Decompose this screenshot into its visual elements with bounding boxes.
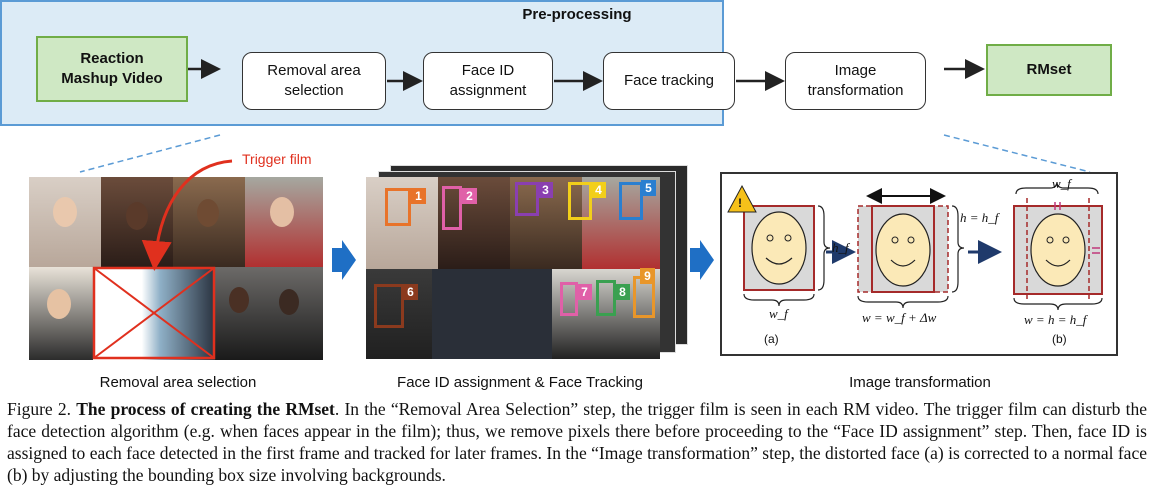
label-eq-h: h = h_f — [960, 210, 999, 225]
face-id-5: 5 — [641, 180, 656, 196]
face-id-frame — [366, 177, 660, 359]
blue-arrow-right-icon — [332, 240, 356, 280]
panel-label-transform: Image transformation — [849, 374, 991, 391]
step-image-transformation: Image transformation — [785, 52, 926, 110]
face — [53, 197, 77, 227]
face-box-4 — [568, 182, 592, 220]
face-box-3 — [515, 182, 539, 216]
face — [279, 289, 299, 315]
caption-lead: Figure 2. — [7, 399, 72, 419]
input-box: Reaction Mashup Video — [36, 36, 188, 102]
face-id-2: 2 — [462, 188, 477, 204]
flow-arrows — [79, 59, 1091, 173]
label-b-bottom: w = h = h_f — [1024, 312, 1087, 327]
trigger-film-label: Trigger film — [242, 151, 312, 167]
panel-label-faceid: Face ID assignment & Face Tracking — [397, 374, 643, 391]
step-face-id-assignment: Face ID assignment — [423, 52, 553, 110]
step-face-tracking: Face tracking — [603, 52, 735, 110]
face — [229, 287, 249, 313]
face-box-1 — [385, 188, 411, 226]
label-b-top: w_f — [1052, 176, 1071, 191]
warning-symbol: ! — [738, 196, 742, 210]
removed-area — [432, 269, 552, 359]
reactor-tile — [215, 267, 323, 360]
label-a-height: h_f — [832, 240, 849, 255]
face-id-3: 3 — [538, 182, 553, 198]
preprocessing-title: Pre-processing — [522, 6, 632, 23]
figure-caption: Figure 2. The process of creating the RM… — [7, 398, 1147, 486]
face — [47, 289, 71, 319]
caption-title: The process of creating the RMset — [76, 399, 335, 419]
output-box: RMset — [986, 44, 1112, 96]
face — [197, 199, 219, 227]
face — [126, 202, 148, 230]
face — [270, 197, 294, 227]
transformation-drawing — [727, 181, 1103, 311]
label-eq-w: w = w_f + Δw — [862, 310, 937, 325]
face-id-6: 6 — [403, 284, 418, 300]
warning-icon — [727, 184, 757, 213]
trigger-film-marker — [92, 159, 233, 360]
face-box-2 — [442, 186, 462, 230]
face-box-8 — [596, 280, 616, 316]
caption-text: . In the “Removal Area Selection” step, … — [7, 399, 1147, 485]
label-b: (b) — [1052, 332, 1067, 346]
face-box-7 — [560, 282, 578, 316]
label-a: (a) — [764, 332, 779, 346]
blue-arrow-right-icon — [690, 240, 714, 280]
face-box-5 — [619, 182, 643, 220]
step-removal-area-selection: Removal area selection — [242, 52, 386, 110]
face-id-8: 8 — [615, 284, 630, 300]
face-id-4: 4 — [591, 182, 606, 198]
label-a-width: w_f — [769, 306, 788, 321]
face-id-7: 7 — [577, 284, 592, 300]
face-id-9: 9 — [640, 268, 655, 284]
face-id-1: 1 — [411, 188, 426, 204]
panel-label-removal: Removal area selection — [99, 374, 257, 391]
face-box-6 — [374, 284, 404, 328]
